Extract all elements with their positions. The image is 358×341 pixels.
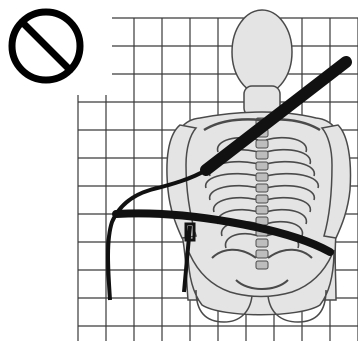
vertebra bbox=[256, 250, 268, 258]
vertebra bbox=[256, 184, 268, 192]
vertebra bbox=[256, 151, 268, 159]
vertebra bbox=[256, 195, 268, 203]
vertebra bbox=[256, 162, 268, 170]
no-symbol-icon bbox=[12, 12, 80, 80]
vertebra bbox=[256, 261, 268, 269]
head bbox=[232, 10, 292, 94]
vertebra bbox=[256, 173, 268, 181]
vertebra bbox=[256, 140, 268, 148]
vertebra bbox=[256, 206, 268, 214]
no-symbol-slash bbox=[22, 22, 70, 70]
vertebra bbox=[256, 239, 268, 247]
